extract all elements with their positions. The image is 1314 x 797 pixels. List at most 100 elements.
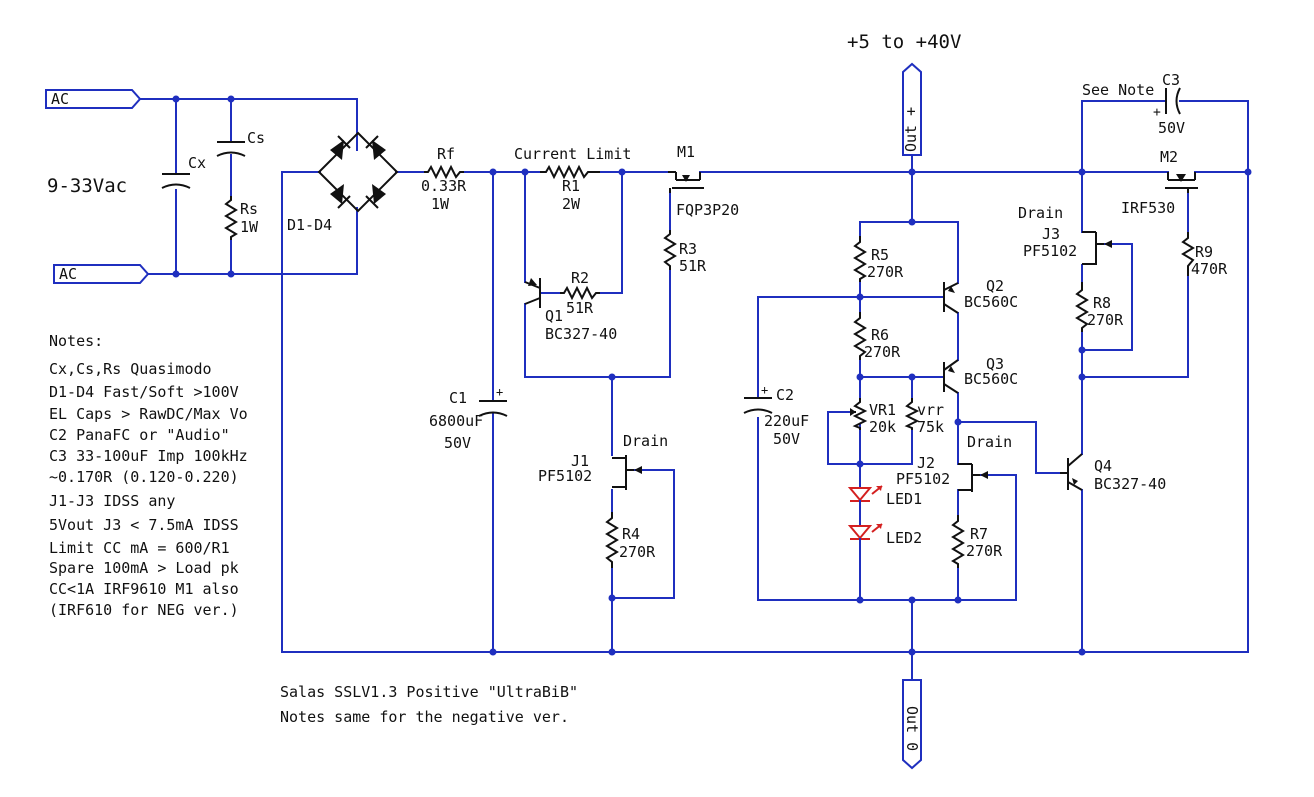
rf-value-2: 1W [431, 195, 450, 213]
r2-value: 51R [566, 299, 594, 317]
resistor-r7 [951, 515, 965, 568]
caption-line-2: Notes same for the negative ver. [280, 708, 569, 726]
potentiometer-vr1 [850, 398, 868, 430]
resistor-r4 [605, 512, 619, 568]
capacitor-c2: + [743, 383, 773, 414]
see-note-label: See Note [1082, 81, 1154, 99]
m2-part: IRF530 [1121, 199, 1175, 217]
led-led2 [847, 523, 883, 545]
led2-label: LED2 [886, 529, 922, 547]
vrr-name: vrr [917, 401, 944, 419]
rs-name: Rs [240, 200, 258, 218]
j2-name: J2 [917, 454, 935, 472]
resistor-rs [224, 196, 238, 240]
svg-text:AC: AC [51, 90, 69, 108]
component-labels: +5 to +40V 9-33Vac Cx Cs Rs 1W D1-D4 Rf … [47, 31, 1228, 561]
input-voltage-label: 9-33Vac [47, 175, 127, 197]
j1-part: PF5102 [538, 467, 592, 485]
note-line: CC<1A IRF9610 M1 also [49, 580, 239, 598]
c2-value-2: 50V [773, 430, 800, 448]
svg-text:Out +: Out + [902, 107, 920, 152]
r7-value: 270R [966, 542, 1003, 560]
jfet-j2 [958, 463, 988, 492]
c2-name: C2 [776, 386, 794, 404]
resistor-r5 [853, 236, 867, 282]
svg-text:Out 0: Out 0 [903, 706, 921, 751]
supply-range-label: +5 to +40V [847, 31, 961, 53]
j1-name: J1 [571, 452, 589, 470]
r6-name: R6 [871, 326, 889, 344]
r4-name: R4 [622, 525, 640, 543]
svg-text:AC: AC [59, 265, 77, 283]
note-line: C3 33-100uF Imp 100kHz [49, 447, 248, 465]
q1-name: Q1 [545, 307, 563, 325]
c3-name: C3 [1162, 71, 1180, 89]
j3-name: J3 [1042, 225, 1060, 243]
bjt-q1 [524, 278, 541, 308]
junction-dots [172, 95, 1252, 656]
r6-value: 270R [864, 343, 901, 361]
wires [139, 98, 1251, 681]
q2-name: Q2 [986, 277, 1004, 295]
r1-name: R1 [562, 177, 580, 195]
port-out-zero: Out 0 [902, 679, 922, 770]
bridge-rectifier [317, 131, 399, 213]
r7-name: R7 [970, 525, 988, 543]
mosfet-m1 [668, 171, 704, 193]
note-line: 5Vout J3 < 7.5mA IDSS [49, 516, 239, 534]
note-line: Limit CC mA = 600/R1 [49, 539, 230, 557]
q2-part: BC560C [964, 293, 1018, 311]
r3-name: R3 [679, 240, 697, 258]
capacitor-cs [216, 141, 246, 157]
capacitor-c1: + [478, 385, 508, 417]
caption-line-1: Salas SSLV1.3 Positive "UltraBiB" [280, 683, 578, 701]
cs-label: Cs [247, 129, 265, 147]
capacitor-cx [161, 173, 191, 189]
resistor-r8 [1075, 282, 1089, 332]
resistor-r2 [560, 285, 600, 301]
vrr-value: 75k [917, 418, 944, 436]
q1-part: BC327-40 [545, 325, 617, 343]
note-line: C2 PanaFC or "Audio" [49, 426, 230, 444]
port-ac-top: AC [45, 89, 142, 109]
r5-name: R5 [871, 246, 889, 264]
c3-value: 50V [1158, 119, 1185, 137]
q4-name: Q4 [1094, 457, 1112, 475]
r9-name: R9 [1195, 243, 1213, 261]
current-limit-label: Current Limit [514, 145, 631, 163]
r4-value: 270R [619, 543, 656, 561]
m2-name: M2 [1160, 148, 1178, 166]
bjt-q2 [943, 282, 959, 314]
r5-value: 270R [867, 263, 904, 281]
notes-block: Notes: Cx,Cs,Rs Quasimodo D1-D4 Fast/Sof… [49, 332, 248, 619]
note-line: (IRF610 for NEG ver.) [49, 601, 239, 619]
mosfet-m2 [1165, 172, 1198, 193]
port-out-plus: Out + [902, 62, 922, 156]
rf-name: Rf [437, 145, 455, 163]
resistor-r1 [540, 164, 600, 180]
vr1-name: VR1 [869, 401, 896, 419]
svg-text:+: + [496, 385, 503, 399]
resistor-rf [424, 164, 464, 180]
note-line: J1-J3 IDSS any [49, 492, 175, 510]
vr1-value: 20k [869, 418, 896, 436]
resistor-r9 [1181, 232, 1195, 276]
caption: Salas SSLV1.3 Positive "UltraBiB" Notes … [280, 683, 578, 726]
jfet-j3 [1082, 231, 1112, 265]
r2-name: R2 [571, 269, 589, 287]
rf-value-1: 0.33R [421, 177, 467, 195]
rs-value: 1W [240, 218, 259, 236]
r8-value: 270R [1087, 311, 1124, 329]
note-line: Spare 100mA > Load pk [49, 559, 239, 577]
port-ac-bottom: AC [53, 264, 150, 284]
c1-name: C1 [449, 389, 467, 407]
j2-drain-label: Drain [967, 433, 1012, 451]
led-led1 [847, 485, 883, 507]
j3-part: PF5102 [1023, 242, 1077, 260]
j2-part: PF5102 [896, 470, 950, 488]
note-line: D1-D4 Fast/Soft >100V [49, 383, 239, 401]
q4-part: BC327-40 [1094, 475, 1166, 493]
jfet-j1 [612, 455, 642, 490]
notes-title: Notes: [49, 332, 103, 350]
